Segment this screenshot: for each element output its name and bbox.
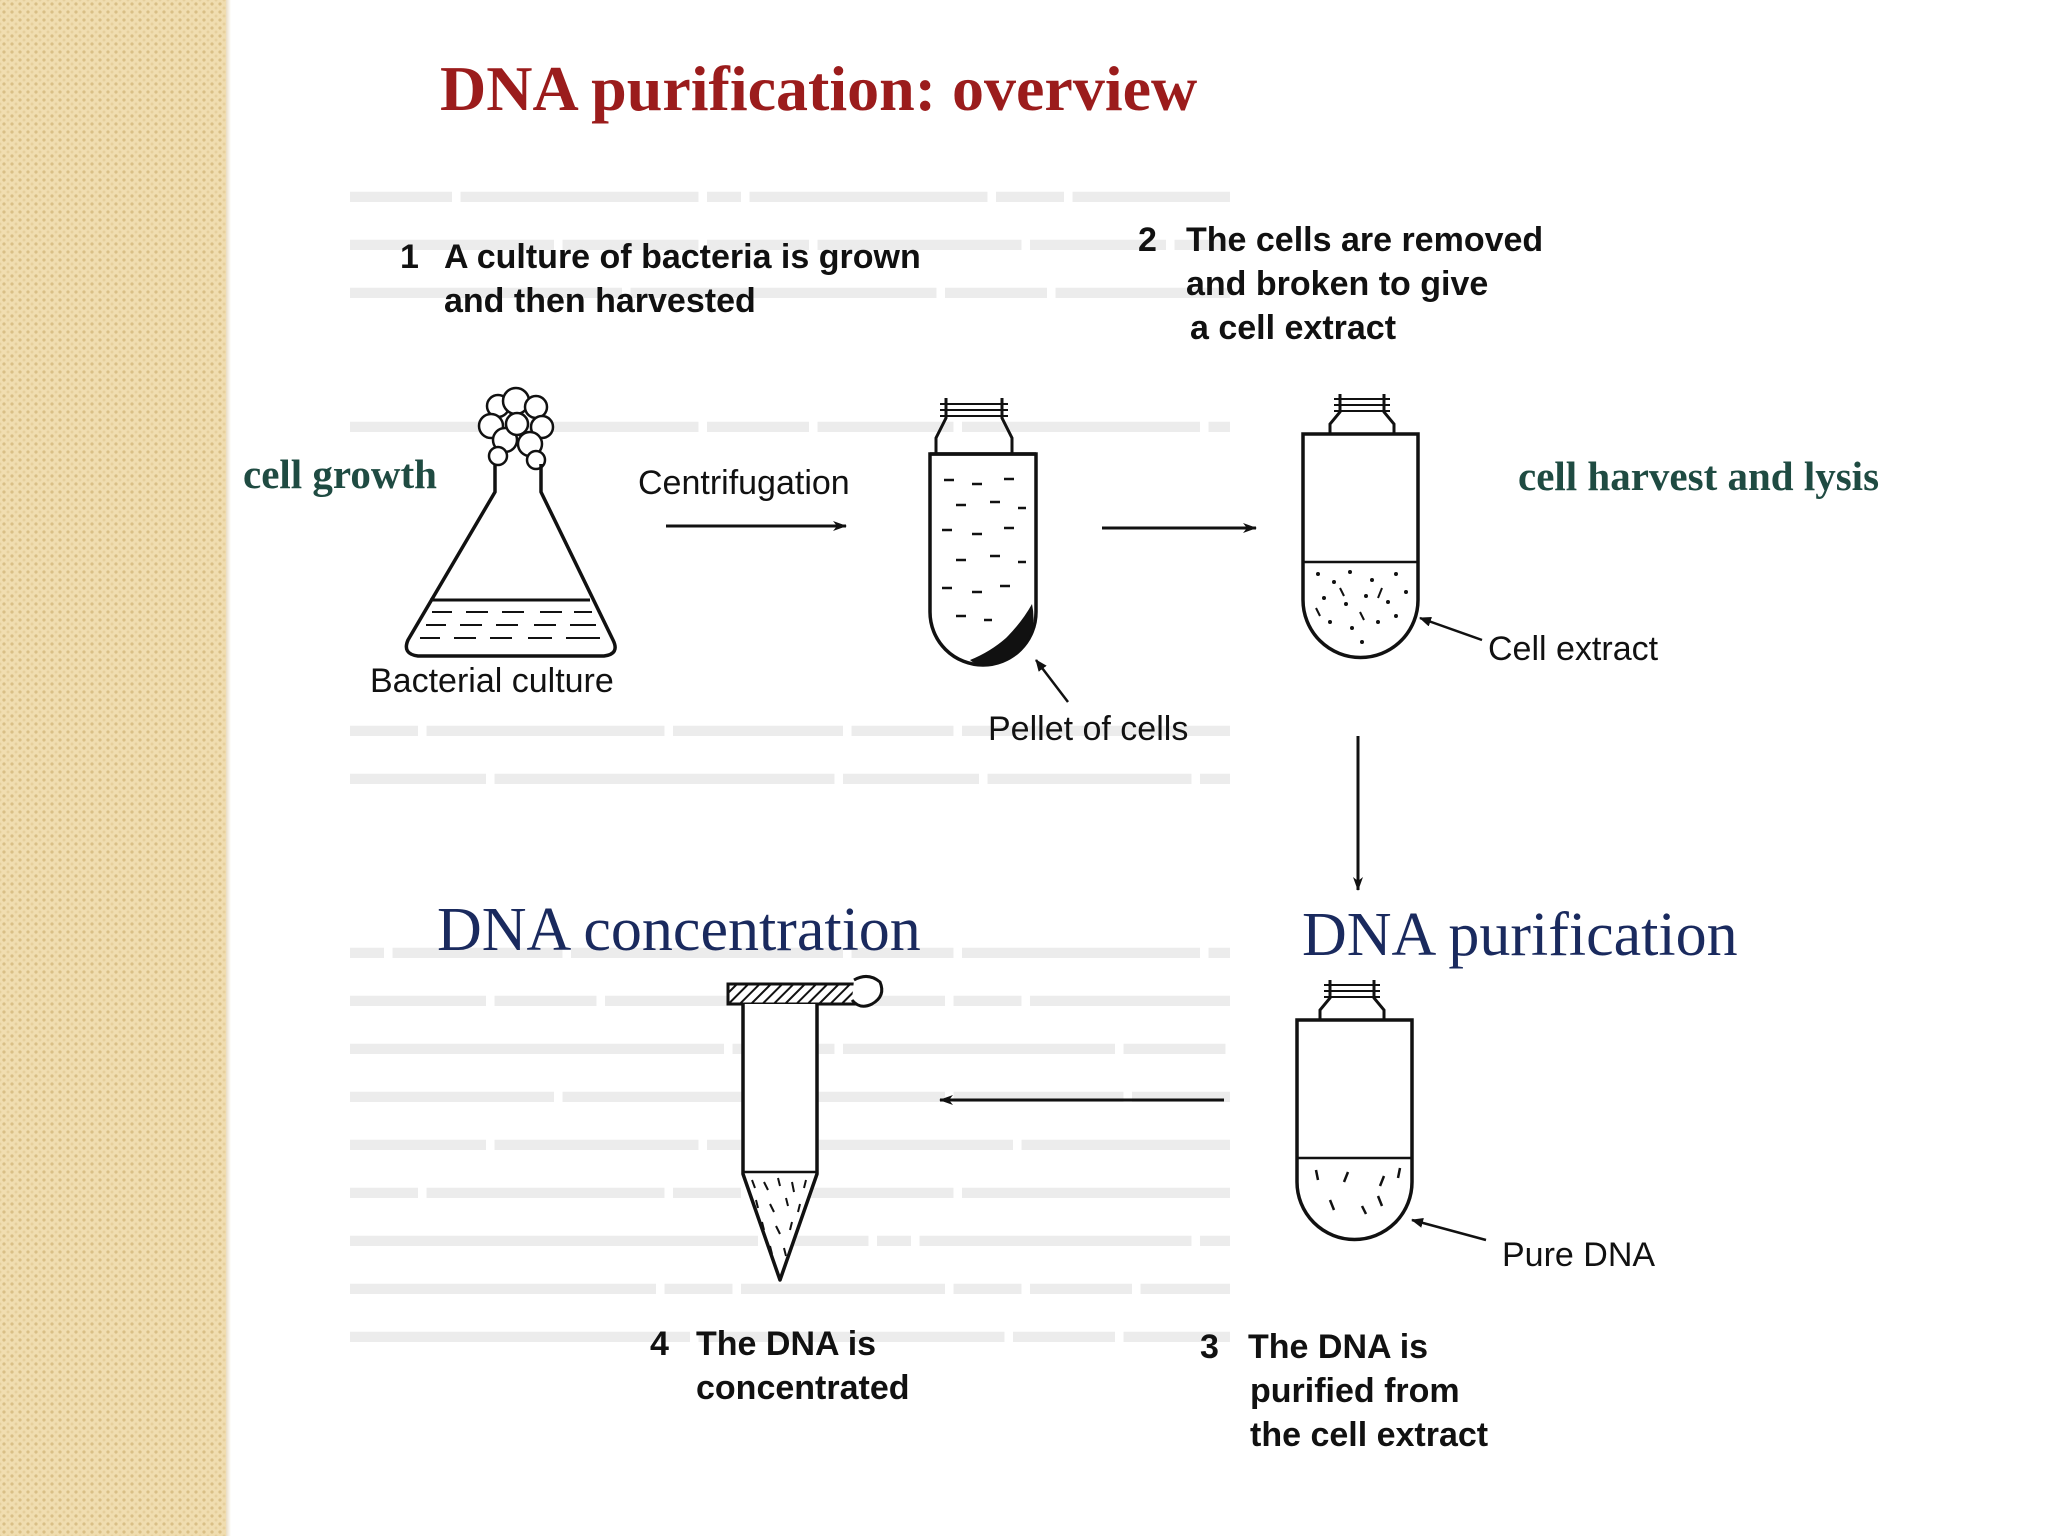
pure-dna-tube-icon (1295, 980, 1414, 1242)
cell-extract-label: Cell extract (1488, 630, 1659, 668)
cell-extract-tube-icon (1301, 394, 1420, 660)
stage-label-dna-concentration: DNA concentration (437, 896, 921, 964)
stage-label-dna-purification: DNA purification (1302, 901, 1738, 969)
pure-dna-label: Pure DNA (1502, 1236, 1656, 1274)
sidebar-edge (226, 0, 231, 1536)
stage-label-cell-growth: cell growth (243, 451, 437, 497)
stage-label-cell-harvest: cell harvest and lysis (1518, 453, 1880, 499)
step-number: 3 (1200, 1328, 1219, 1366)
pellet-of-cells-label: Pellet of cells (988, 710, 1189, 748)
slide-title: DNA purification: overview (440, 53, 1198, 124)
step-number: 2 (1138, 221, 1157, 259)
cell-pellet (970, 604, 1034, 665)
microcentrifuge-tube-icon (726, 975, 884, 1282)
centrifugation-label: Centrifugation (638, 464, 850, 502)
step-number: 4 (650, 1325, 669, 1363)
cotton-plug (477, 386, 555, 471)
decorative-sidebar (0, 0, 226, 1536)
bacterial-culture-label: Bacterial culture (370, 662, 614, 700)
flask-icon (404, 386, 617, 658)
centrifuge-tube-icon (928, 398, 1038, 667)
step-number: 1 (400, 238, 419, 276)
